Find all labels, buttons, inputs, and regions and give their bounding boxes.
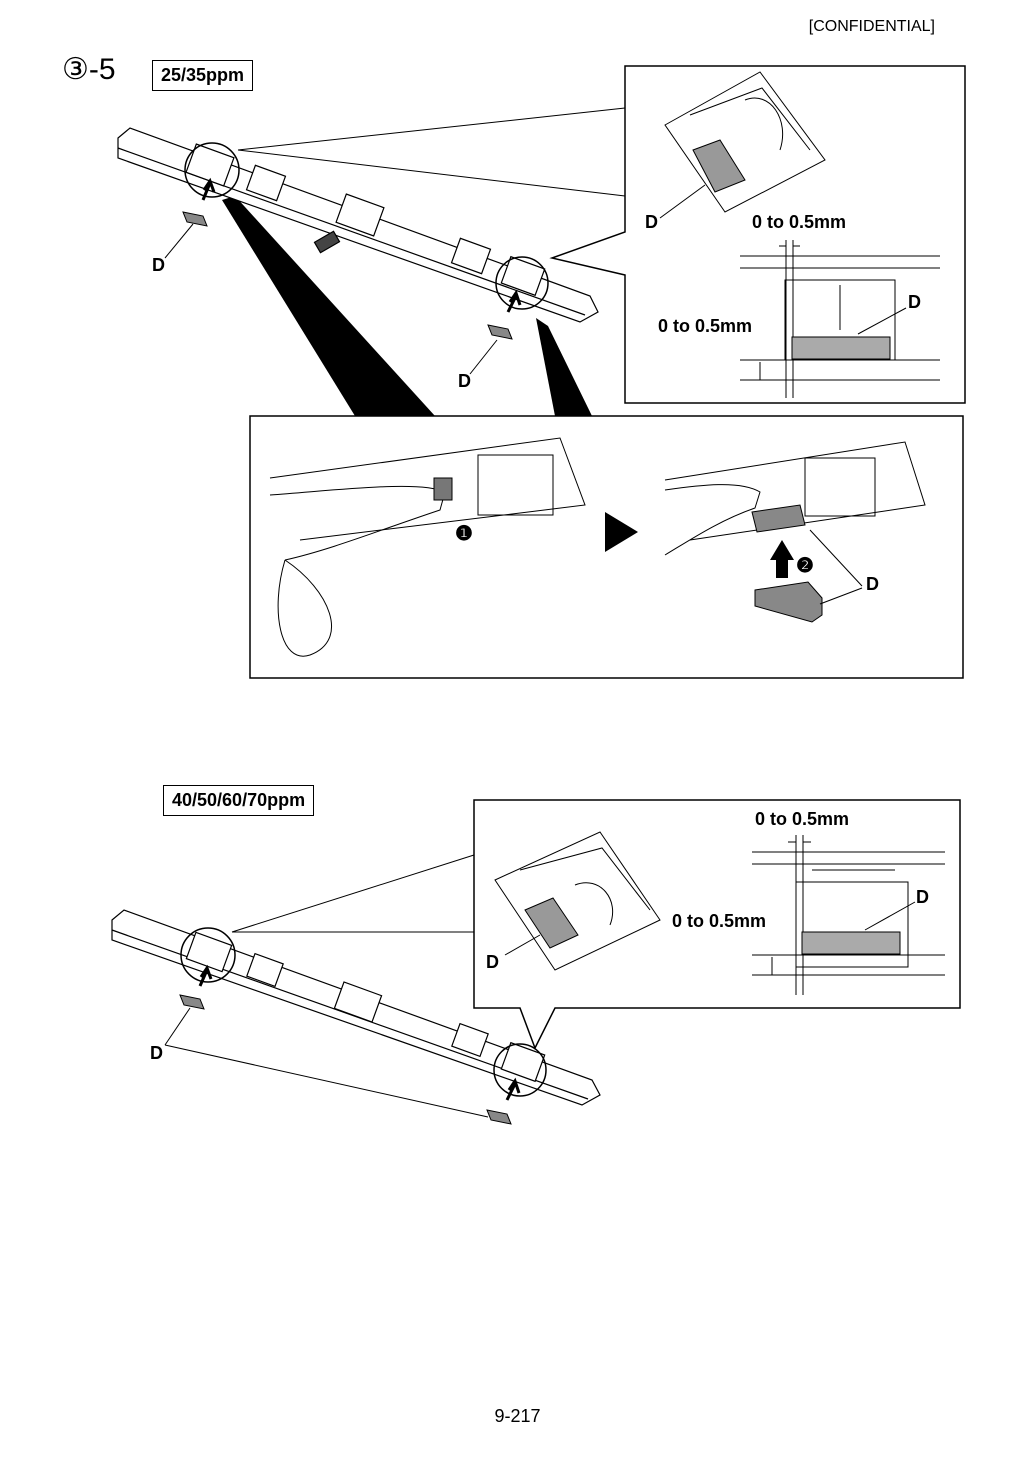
leader-d-right-2 [164,1044,489,1118]
part-d-small-right-2 [486,1109,512,1125]
part-d-small-right [487,324,513,340]
model-badge-40-70: 40/50/60/70ppm [163,785,315,816]
removal-view-2 [664,441,926,556]
step-marker-2: ❷ [796,555,814,577]
guide-assembly-part [117,127,599,323]
part-d-installed [751,504,806,533]
callout-line-top [237,107,626,151]
leader-d-lower-a [809,529,863,587]
part-d-section [791,336,891,360]
step-number: ③-5 [62,53,116,86]
tolerance-v-2: 0 to 0.5mm [672,911,767,931]
insert-arrow-left [201,177,216,201]
callout-line-top-2 [231,854,475,933]
lever-tab [433,477,453,501]
detail-box-top-right [549,65,966,404]
confidential-label: [CONFIDENTIAL] [808,18,935,35]
label-d-7: D [486,952,499,972]
tolerance-v-1: 0 to 0.5mm [658,316,753,336]
part-d-detail [692,139,746,193]
illustration-25-35ppm [117,65,966,679]
detail-circle-right [495,256,549,310]
label-d-4: D [908,292,921,312]
leader-d-section-2 [864,901,916,931]
part-d-small-left-2 [179,994,205,1010]
page-number: 9-217 [494,1406,541,1426]
detail-box-2 [473,799,961,1050]
callout-wedge-right [536,318,592,416]
leader-d-left [164,223,194,259]
detail-circle-left [184,142,240,198]
part-d-small-left [182,211,208,227]
detail-circle-left-2 [180,927,236,983]
tolerance-h-2: 0 to 0.5mm [755,809,850,829]
label-d-3: D [645,212,658,232]
leader-d-lower-b [819,587,863,605]
detail-section-view [740,240,940,398]
leader-d-detail-2 [504,934,541,956]
part-d-loose [754,581,823,623]
guide-assembly-part-2 [111,909,601,1106]
leader-d-right [469,339,498,375]
step-marker-1: ❶ [455,523,473,545]
label-d-6: D [150,1043,163,1063]
insert-arrow-left-2 [198,964,213,987]
insert-arrow-right-2 [505,1077,521,1101]
detail-section-view-2 [752,835,945,995]
illustration-40-70ppm [111,799,961,1125]
label-d-8: D [916,887,929,907]
part-d-section-2 [801,931,901,955]
leader-d-section [857,307,907,335]
label-d-1: D [152,255,165,275]
tolerance-h-1: 0 to 0.5mm [752,212,847,232]
label-d-5: D [866,574,879,594]
push-arrow [770,540,794,578]
label-d-2: D [458,371,471,391]
model-badge-25-35: 25/35ppm [152,60,254,91]
detail-circle-right-2 [493,1043,547,1097]
callout-wedge-left [222,196,435,416]
callout-line-bottom [237,149,626,197]
insert-arrow-right [506,289,522,313]
detail-isometric-view [664,71,826,213]
next-step-arrow [605,512,638,552]
leader-d-left-2 [164,1007,191,1046]
detail-isometric-view-2 [494,831,661,971]
leader-d-detail [659,184,706,219]
part-d-detail-2 [524,897,579,949]
